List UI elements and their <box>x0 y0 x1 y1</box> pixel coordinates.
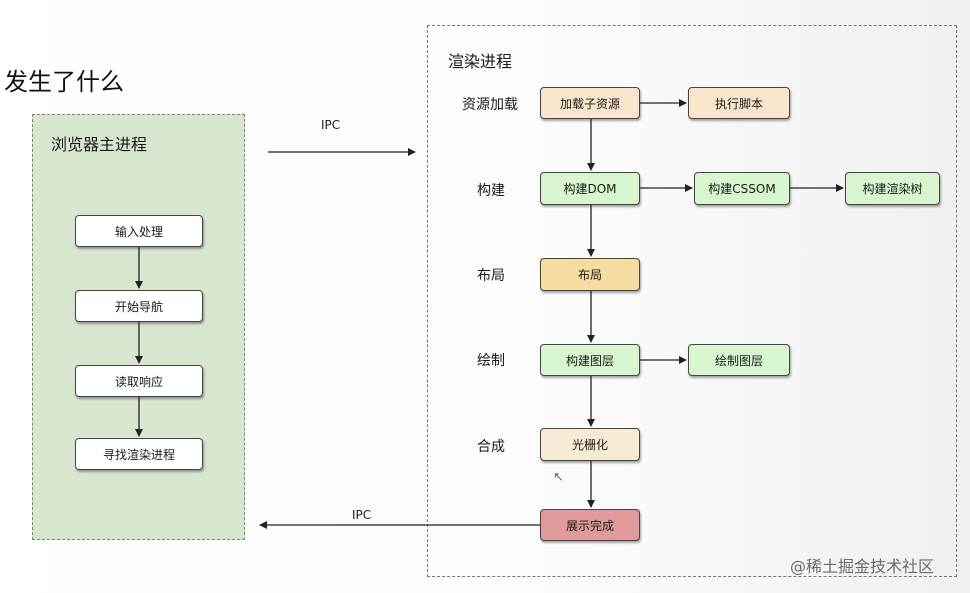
stage-paint: 绘制 <box>477 353 505 369</box>
step-find-renderer: 寻找渲染进程 <box>75 438 203 470</box>
watermark: @稀土掘金技术社区 <box>790 557 935 576</box>
node-layout: 布局 <box>540 258 640 291</box>
step-input-handling: 输入处理 <box>75 215 203 247</box>
node-display-complete: 展示完成 <box>540 509 640 541</box>
ipc-label-bottom: IPC <box>352 508 372 522</box>
node-execute-script: 执行脚本 <box>688 87 790 119</box>
stage-composite: 合成 <box>477 439 505 455</box>
node-load-subresources: 加载子资源 <box>540 87 640 119</box>
stage-resource-loading: 资源加载 <box>462 97 518 113</box>
stage-layout: 布局 <box>477 268 505 284</box>
stage-build: 构建 <box>477 183 505 199</box>
node-build-cssom: 构建CSSOM <box>694 172 790 205</box>
render-process-title: 渲染进程 <box>448 52 513 71</box>
render-process-panel: 渲染进程 <box>427 25 957 577</box>
node-build-layers: 构建图层 <box>540 344 640 376</box>
ipc-label-top: IPC <box>321 118 341 132</box>
node-build-dom: 构建DOM <box>540 172 640 205</box>
node-rasterize: 光栅化 <box>540 428 640 461</box>
mouse-cursor-icon: ↖ <box>553 470 564 485</box>
node-paint-layers: 绘制图层 <box>688 344 790 376</box>
node-build-render-tree: 构建渲染树 <box>845 172 940 205</box>
step-read-response: 读取响应 <box>75 365 203 397</box>
main-process-title: 浏览器主进程 <box>51 135 148 154</box>
step-start-navigation: 开始导航 <box>75 290 203 322</box>
page-title: 发生了什么 <box>4 68 124 96</box>
